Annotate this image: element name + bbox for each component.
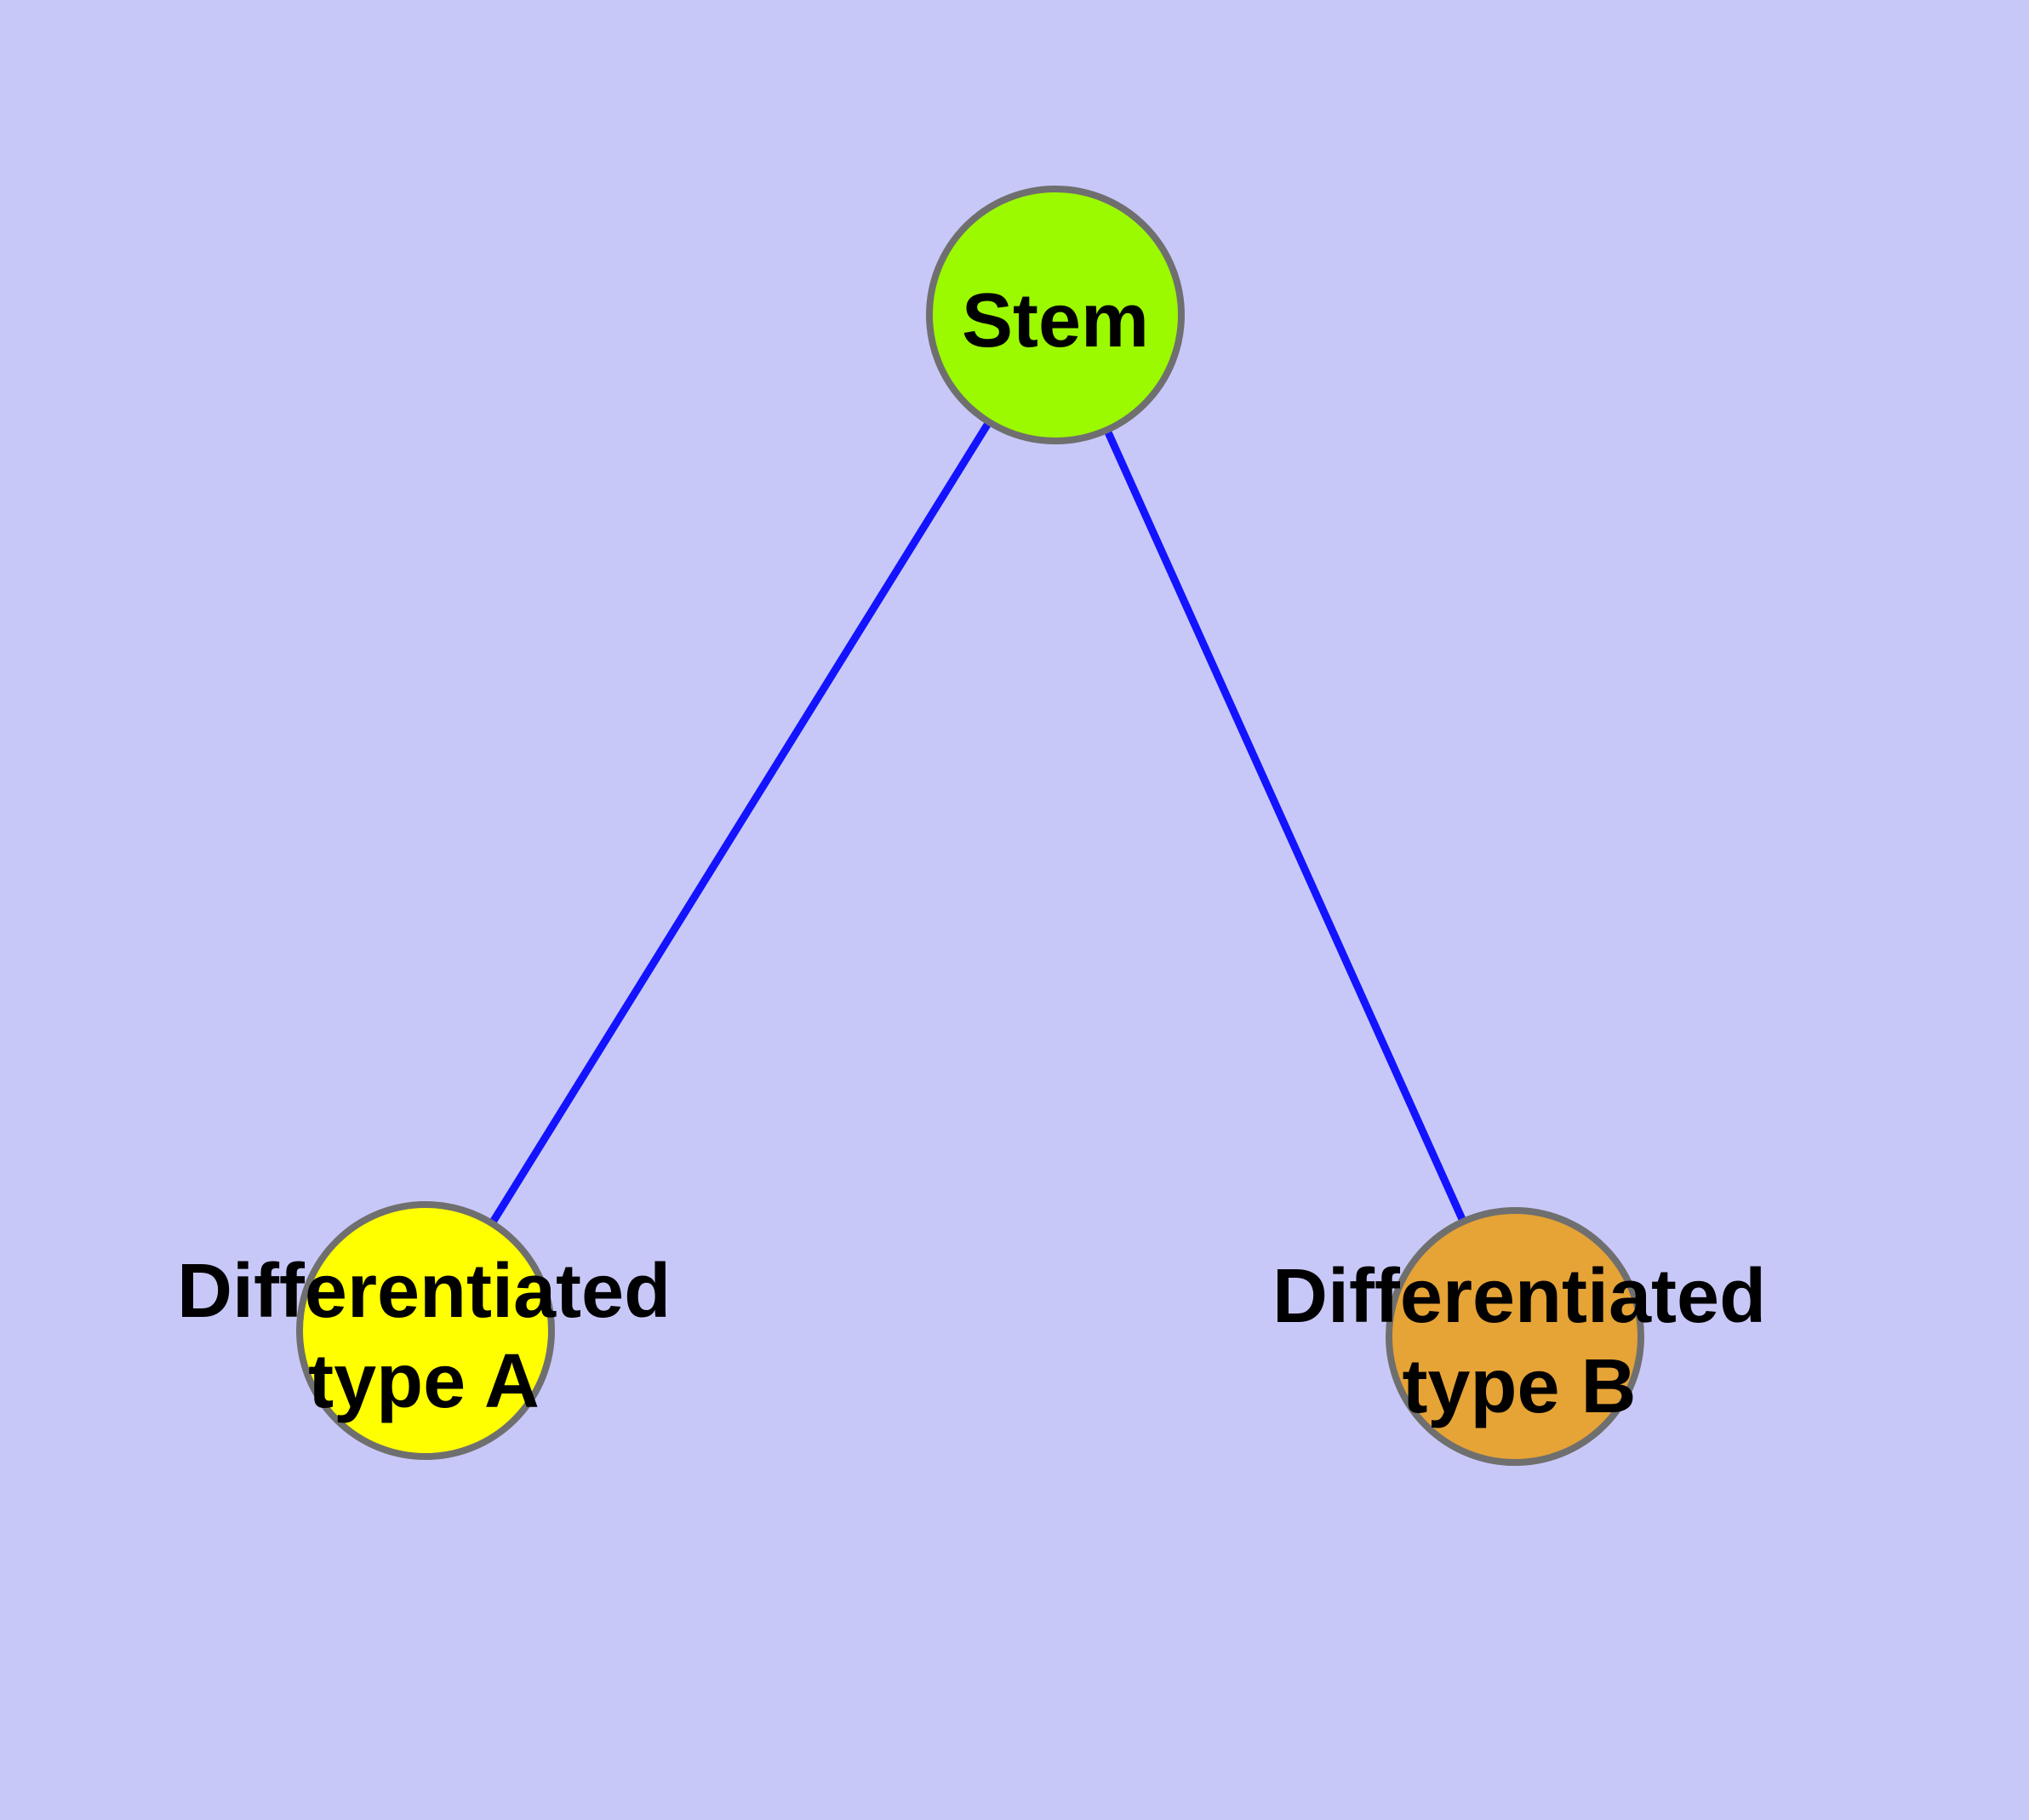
node-type-b-label: Differentiated type B: [1272, 1254, 1767, 1429]
node-type-b-circle: [1389, 1210, 1641, 1462]
node-type-a-circle: [300, 1205, 552, 1457]
node-stem-circle: [929, 189, 1181, 441]
node-type-a-border: [296, 1201, 555, 1460]
edge-stem-to-type-a: [422, 312, 1059, 1333]
edge-stem-to-type-b: [1051, 313, 1519, 1338]
node-type-a-label: Differentiated type A: [176, 1249, 672, 1424]
node-type-b-border: [1386, 1207, 1644, 1466]
node-stem-label: Stem: [961, 278, 1150, 363]
node-stem-border: [926, 186, 1185, 444]
